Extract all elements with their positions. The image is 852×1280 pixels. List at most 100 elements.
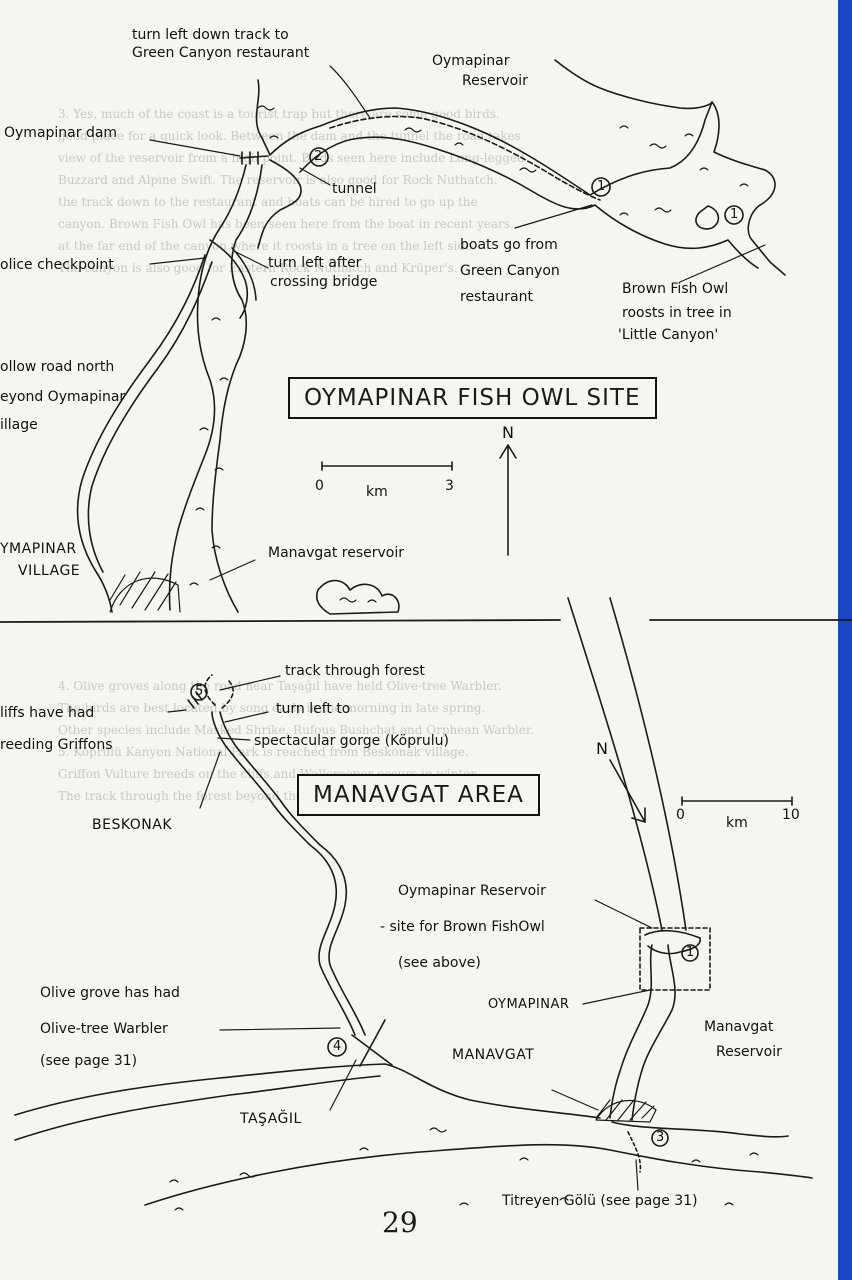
label-follow-line1: ollow road north <box>0 359 115 375</box>
bottom-map-title: MANAVGAT AREA <box>297 774 540 816</box>
bottom-scale-unit: km <box>726 815 748 831</box>
manavgat-reservoir-blob <box>315 579 400 615</box>
bottom-site-4-circle <box>327 1037 347 1057</box>
tunnel-road <box>257 159 302 249</box>
label-gorge: spectacular gorge (Köprulu) <box>254 733 449 749</box>
bleed-line: the track down to the restaurant and boa… <box>58 195 478 209</box>
label-owl-line3: 'Little Canyon' <box>618 327 719 343</box>
label-cliffs-line1: liffs have had <box>0 705 95 721</box>
label-tunnel: tunnel <box>332 181 377 197</box>
reservoir-shore-north <box>255 79 786 276</box>
label-follow-line2: eyond Oymapinar <box>0 389 126 405</box>
river-to-sea <box>611 1121 789 1138</box>
label-oymapinar-town: OYMAPINAR <box>488 997 570 1012</box>
little-canyon-inlet <box>695 205 720 230</box>
bleed-line: 3. Yes, much of the coast is a tourist t… <box>58 107 500 121</box>
label-olive-line1: Olive grove has had <box>40 985 180 1001</box>
manavgat-town-hatch <box>595 1099 657 1123</box>
label-boats-line2: Green Canyon <box>460 263 560 279</box>
bleed-line: good place for a quick look. Between the… <box>58 129 521 143</box>
label-owl-line1: Brown Fish Owl <box>622 281 729 297</box>
coast-road <box>14 1063 601 1119</box>
bottom-site-1: 1 <box>686 945 695 960</box>
river-east-bank <box>211 164 263 613</box>
top-site-1b-circle <box>724 205 744 225</box>
bleed-line: 4. Olive groves along the road near Taşa… <box>58 679 502 693</box>
bleed-line: Buzzard and Alpine Swift. The reservoir … <box>58 173 498 187</box>
bleed-line: view of the reservoir from a high point.… <box>57 151 525 165</box>
inset-box <box>639 927 711 991</box>
bleed-line: The birds are best located by song early… <box>58 701 485 715</box>
bottom-scale-start: 0 <box>676 807 685 823</box>
bottom-map-drawing <box>14 597 813 1211</box>
reservoir-shore-south <box>299 136 759 269</box>
top-north-arrow <box>499 444 517 556</box>
reservoir-shore-upper <box>554 59 713 110</box>
bleed-line: The canyon is also good for Eastern Rock… <box>58 261 458 275</box>
bottom-site-3-circle <box>651 1129 669 1147</box>
bridge-road <box>209 239 257 319</box>
label-titreyen: Titreyen Gölü (see page 31) <box>502 1193 698 1209</box>
label-dam: Oymapinar dam <box>4 125 118 141</box>
label-boats-line3: restaurant <box>460 289 533 305</box>
top-leader-lines <box>149 65 766 581</box>
label-owl-site: - site for Brown FishOwl <box>380 919 545 935</box>
top-scale-unit: km <box>366 484 388 500</box>
label-turn-line2: crossing bridge <box>270 274 378 290</box>
bleed-line: 5. Köprülü Kanyon National Park is reach… <box>58 745 469 759</box>
bottom-river-west <box>609 944 653 1119</box>
label-olive-line3: (see page 31) <box>40 1053 138 1069</box>
coast-road-b <box>14 1075 381 1141</box>
bottom-scale-end: 10 <box>782 807 800 823</box>
map-divider <box>0 619 852 623</box>
road-north <box>76 254 206 613</box>
bottom-site-5: 5 <box>195 684 204 699</box>
road-to-beskonak-b <box>219 711 366 1036</box>
shore-road <box>329 115 601 201</box>
top-site-2-circle <box>309 147 329 167</box>
label-village-line1: YMAPINAR <box>0 541 77 557</box>
label-turn-left: turn left to <box>276 701 351 717</box>
label-manavgat-town: MANAVGAT <box>452 1047 535 1063</box>
label-track-forest: track through forest <box>285 663 425 679</box>
inset-cone <box>567 597 687 931</box>
bleed-line: Other species include Masked Shrike, Ruf… <box>58 723 534 737</box>
bottom-site-4: 4 <box>333 1039 342 1054</box>
label-reservoir-line1: Oymapinar <box>432 53 510 69</box>
page-number: 29 <box>382 1206 418 1239</box>
label-manavgat-res-line1: Manavgat <box>704 1019 774 1035</box>
bottom-north-arrow <box>609 759 646 823</box>
dam-mark <box>239 151 269 165</box>
label-village-line2: VILLAGE <box>18 563 81 579</box>
top-scale-end: 3 <box>445 478 454 494</box>
water-ripples <box>189 105 749 603</box>
bottom-river-east <box>631 944 676 1121</box>
label-oym-reservoir: Oymapinar Reservoir <box>398 883 546 899</box>
label-turn-line1: turn left after <box>268 255 362 271</box>
bottom-north-label: N <box>596 739 608 758</box>
bleed-line: at the far end of the canyon where it ro… <box>58 239 476 253</box>
label-owl-line2: roosts in tree in <box>622 305 732 321</box>
label-follow-line3: illage <box>0 417 38 433</box>
top-site-1a-circle <box>591 177 611 197</box>
label-see-above: (see above) <box>398 955 481 971</box>
top-scale-bar <box>321 461 453 471</box>
road-north-b <box>87 261 213 573</box>
top-north-label: N <box>502 423 514 442</box>
label-tasagil: TAŞAĞIL <box>240 1111 302 1127</box>
coastline <box>144 1143 813 1206</box>
road-to-beskonak <box>211 711 356 1036</box>
bottom-site-1-circle <box>681 944 699 962</box>
bleed-line: canyon. Brown Fish Owl has been seen her… <box>58 217 514 231</box>
hill-ripples <box>169 1127 759 1211</box>
forest-track <box>204 674 234 709</box>
label-manavgat-reservoir: Manavgat reservoir <box>268 545 405 561</box>
top-site-1a: 1 <box>597 179 606 194</box>
top-map-title: OYMAPINAR FISH OWL SITE <box>288 377 657 419</box>
bottom-site-5-circle <box>190 683 208 701</box>
page-edge <box>838 0 852 1280</box>
top-map-drawing <box>76 59 786 615</box>
